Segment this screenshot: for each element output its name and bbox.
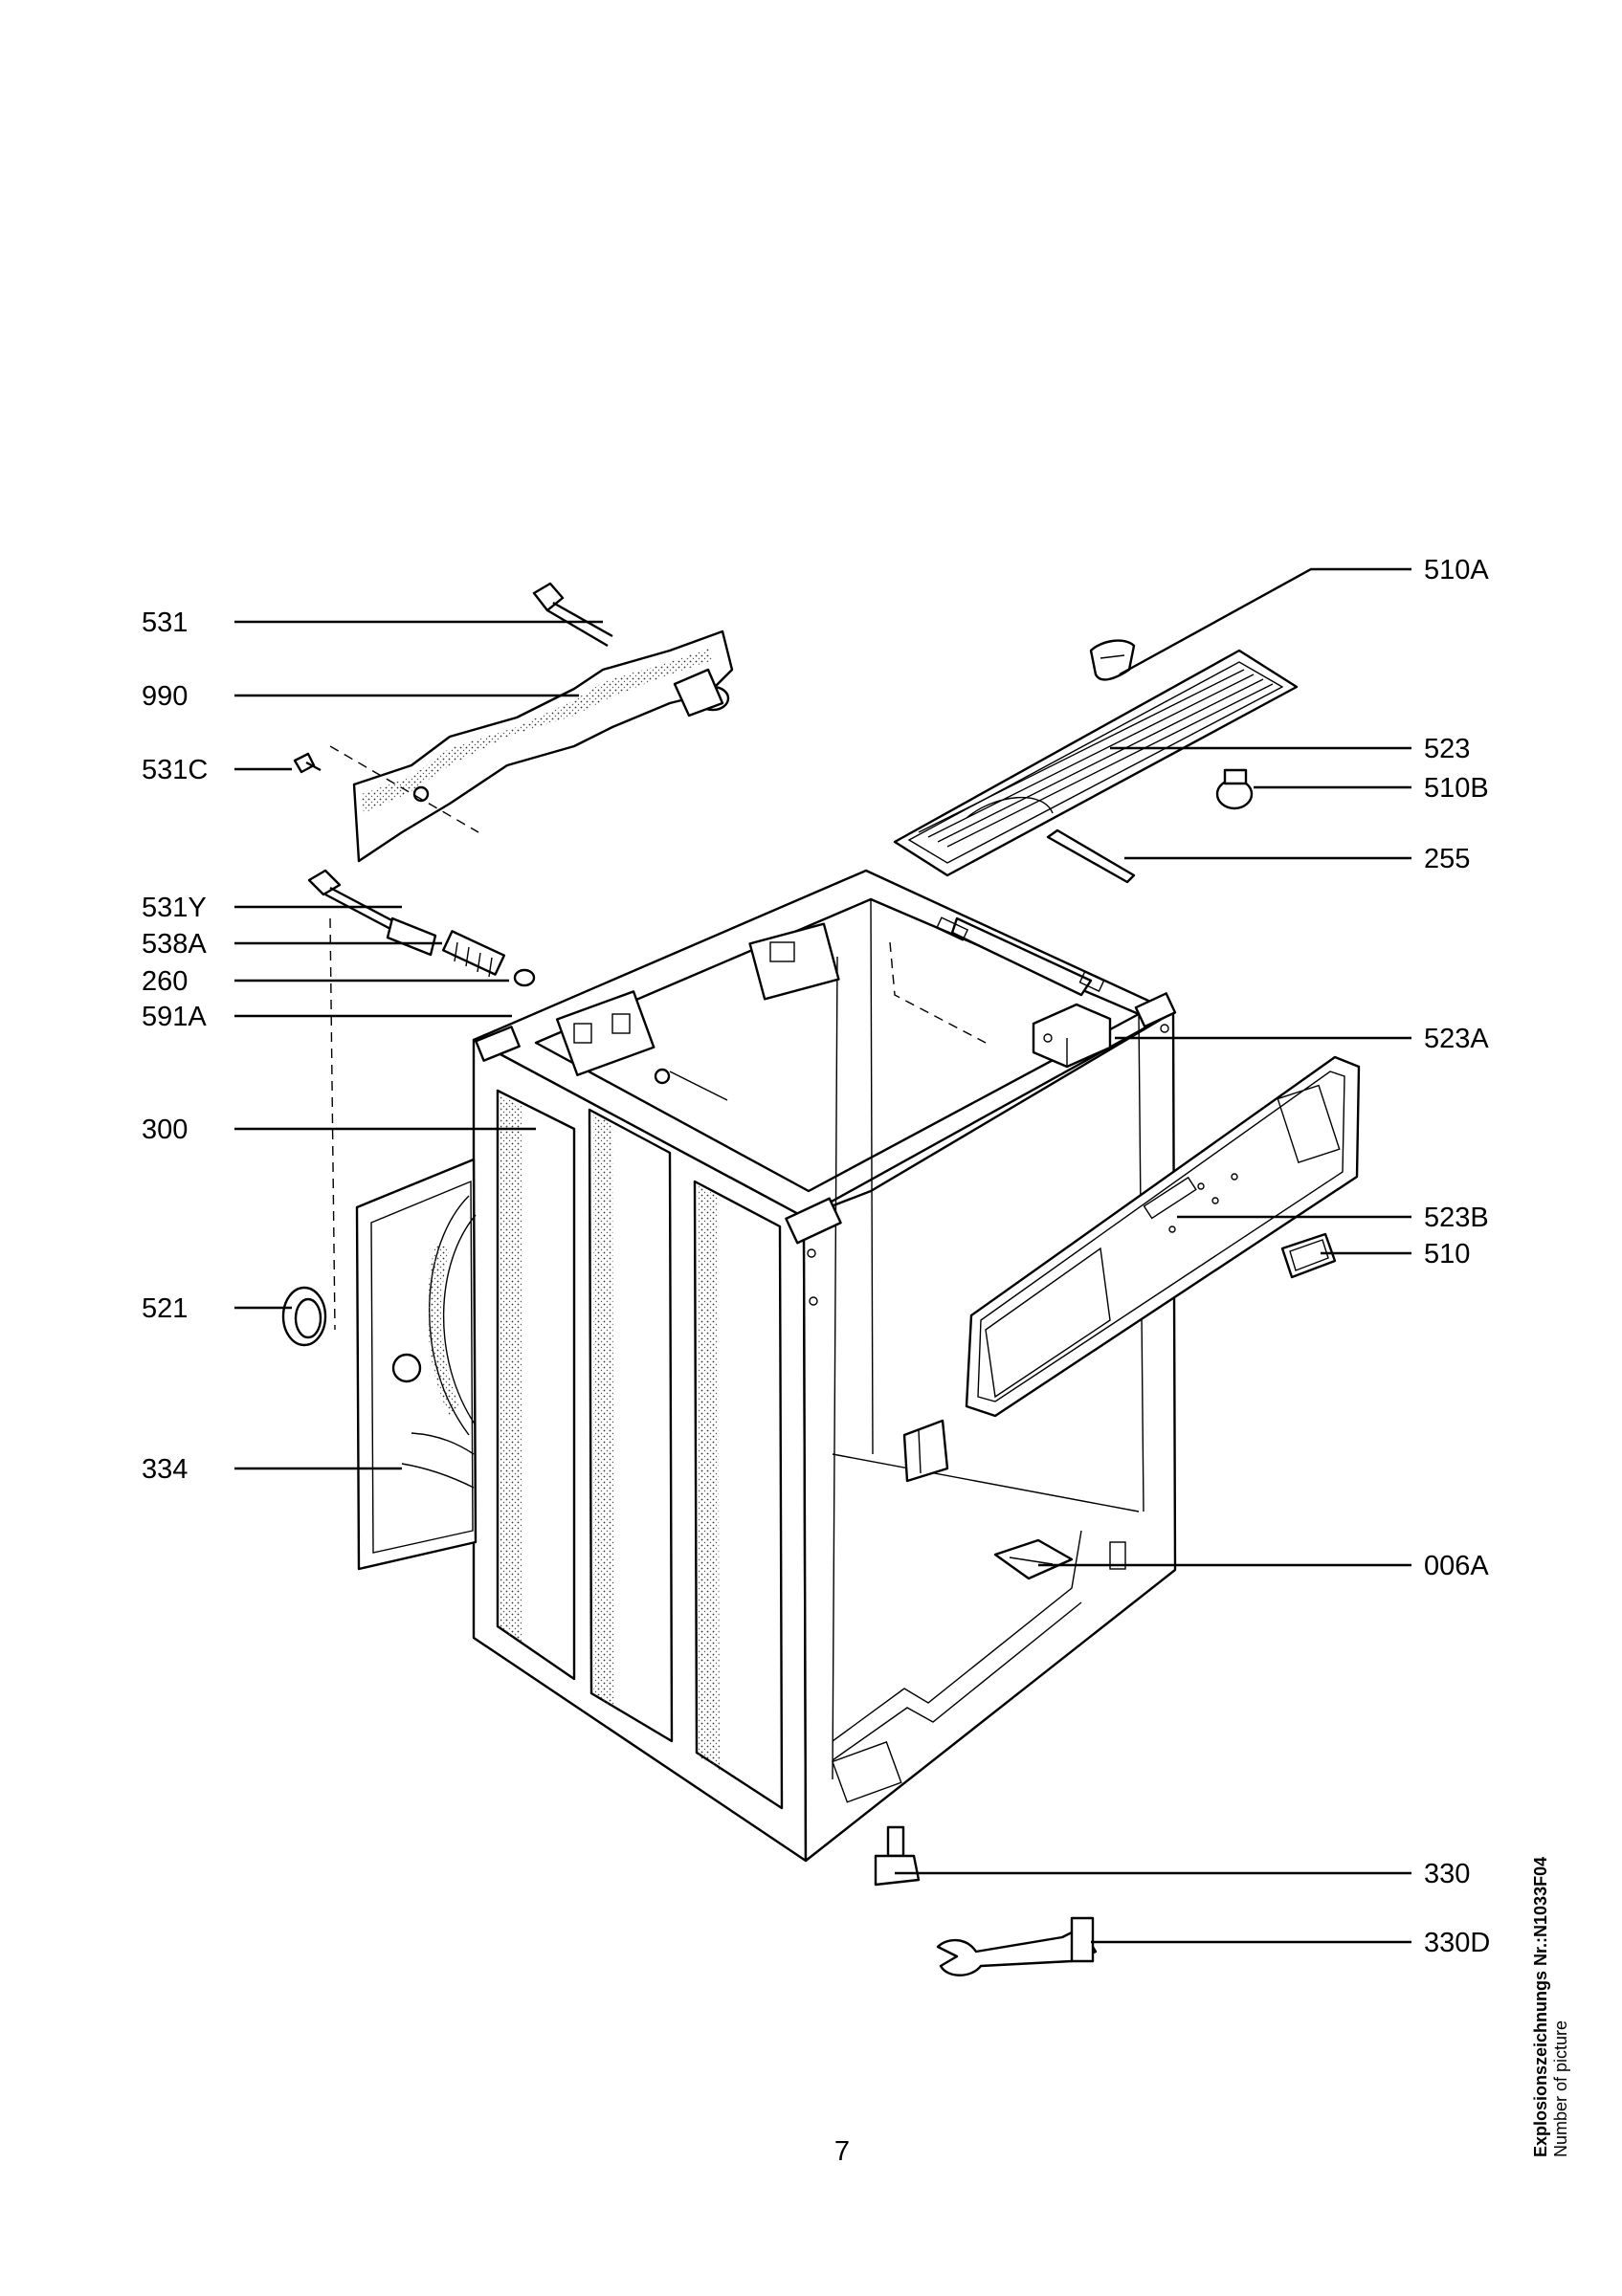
wrench-330D xyxy=(936,1916,1098,1976)
picture-number-caption: Number of picture xyxy=(1551,2020,1570,2157)
label-523A: 523A xyxy=(1424,1024,1489,1054)
label-300: 300 xyxy=(142,1115,188,1145)
transport-bar-990 xyxy=(329,629,734,863)
label-260: 260 xyxy=(142,966,188,997)
label-510A: 510A xyxy=(1424,555,1489,585)
bracket-523A xyxy=(1032,1003,1112,1069)
bracket-006A xyxy=(993,1538,1074,1580)
control-panel-523B xyxy=(965,1055,1361,1418)
label-523: 523 xyxy=(1424,734,1470,764)
front-panel-334 xyxy=(355,1158,478,1571)
bolt-set-531Y xyxy=(307,869,536,1331)
label-990: 990 xyxy=(142,681,188,712)
page-number: 7 xyxy=(833,2136,851,2167)
label-523B: 523B xyxy=(1424,1203,1489,1233)
label-531: 531 xyxy=(142,607,188,638)
label-538A: 538A xyxy=(142,929,207,960)
label-531Y: 531Y xyxy=(142,893,207,923)
label-255: 255 xyxy=(1424,844,1470,874)
label-334: 334 xyxy=(142,1454,188,1485)
clip-510A xyxy=(1089,639,1136,681)
picture-number: Explosionszeichnungs Nr.:N1033F04 xyxy=(1531,1856,1550,2157)
ring-521 xyxy=(281,1286,327,1347)
label-510B: 510B xyxy=(1424,773,1489,804)
label-591A: 591A xyxy=(142,1002,207,1032)
frame-510 xyxy=(1280,1232,1337,1279)
label-531C: 531C xyxy=(142,755,208,785)
label-330: 330 xyxy=(1424,1859,1470,1889)
foot-330 xyxy=(874,1825,921,1887)
screw-531C xyxy=(293,752,322,774)
picture-number-note: Explosionszeichnungs Nr.:N1033F04 Number… xyxy=(1531,1488,1598,2157)
top-plate-523 xyxy=(893,649,1299,877)
clip-510B xyxy=(1215,768,1254,810)
label-521: 521 xyxy=(142,1293,188,1324)
label-330D: 330D xyxy=(1424,1928,1490,1958)
cabinet-frame xyxy=(472,869,1177,1863)
bolt-531 xyxy=(532,582,613,648)
label-006A: 006A xyxy=(1424,1551,1489,1581)
strip-255 xyxy=(1046,828,1136,884)
label-510: 510 xyxy=(1424,1239,1470,1269)
